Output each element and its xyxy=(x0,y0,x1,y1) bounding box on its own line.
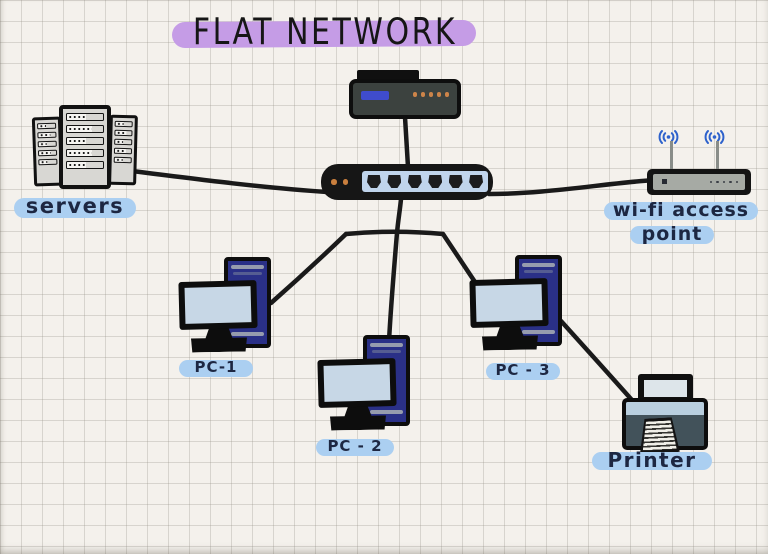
label-highlight xyxy=(14,197,136,218)
antenna xyxy=(716,141,719,171)
pc2-device xyxy=(317,335,411,431)
antenna xyxy=(670,141,673,171)
router-device xyxy=(349,70,463,120)
edge-branch-pc2 xyxy=(386,230,400,344)
printer-top-band xyxy=(626,402,704,415)
edge-switch-wifi xyxy=(486,177,657,197)
ethernet-port-icon xyxy=(367,175,381,188)
access-point-panel xyxy=(653,174,745,190)
pc1-device xyxy=(178,257,272,353)
edge-branch-horizontal xyxy=(343,229,446,237)
label-highlight xyxy=(630,225,714,245)
wifi-label-line1: wi-fi access xyxy=(604,196,758,223)
ethernet-port-icon xyxy=(387,175,402,188)
access-point-led-row xyxy=(709,180,738,183)
pc3-label: PC - 3 xyxy=(486,358,560,382)
label-highlight xyxy=(316,438,394,456)
router-led-row xyxy=(412,92,449,97)
pc1-label: PC-1 xyxy=(179,355,253,379)
access-point-body xyxy=(647,169,751,195)
access-point-port xyxy=(662,179,667,184)
ethernet-port-icon xyxy=(448,175,463,188)
pc2-label: PC - 2 xyxy=(316,433,394,458)
edge-switch-branch xyxy=(394,196,404,236)
label-highlight xyxy=(604,201,758,221)
label-highlight xyxy=(179,360,253,377)
wifi-signal-icon xyxy=(658,130,679,144)
monitor-icon xyxy=(469,277,549,329)
pc3-device xyxy=(469,255,563,351)
ethernet-port-icon xyxy=(469,175,484,188)
edge-router-switch xyxy=(402,114,411,170)
switch-port-panel xyxy=(362,171,488,192)
server-rack-icon xyxy=(108,114,138,186)
monitor-icon xyxy=(317,357,397,409)
ethernet-port-icon xyxy=(428,175,443,188)
switch-device xyxy=(321,164,493,200)
wifi-label-line2: point xyxy=(630,220,714,247)
title-text: FLAT NETWORK xyxy=(192,10,458,54)
label-highlight xyxy=(592,451,712,471)
printer-device xyxy=(621,374,711,456)
printer-label: Printer xyxy=(592,446,712,473)
edge-servers-switch xyxy=(129,168,330,195)
server-rack-icon xyxy=(59,105,111,189)
servers-device xyxy=(31,105,138,191)
wifi-signal-icon xyxy=(704,130,725,144)
router-display xyxy=(361,91,389,100)
router-body xyxy=(349,79,461,119)
label-highlight xyxy=(486,363,560,380)
paper-sheet xyxy=(644,380,687,397)
switch-led-row xyxy=(331,179,348,185)
edge-branch-pc1 xyxy=(268,231,349,306)
monitor-icon xyxy=(178,279,258,331)
diagram-title: FLAT NETWORK xyxy=(171,8,477,56)
wifi-access-point-device xyxy=(645,128,753,198)
servers-label: servers xyxy=(14,191,136,221)
ethernet-port-icon xyxy=(407,175,422,188)
